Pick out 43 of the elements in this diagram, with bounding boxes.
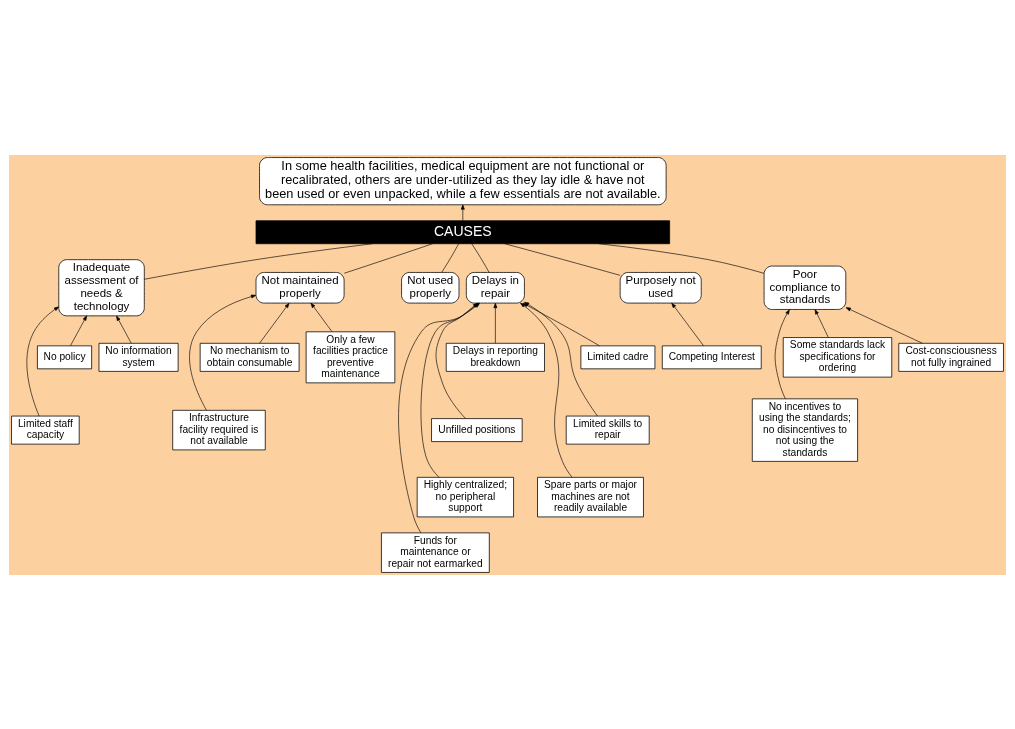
node-box: Competing Interest xyxy=(661,344,762,369)
node-box: In some health facilities, medical equipment are not functional or recalibrated, others are under-utilized as they lay idle & have not been used or even unpacked, while a few essentials are not available. xyxy=(259,156,667,205)
arrow xyxy=(70,315,87,346)
node-box: Funds for maintenance or repair not earmarked xyxy=(381,532,490,573)
connector xyxy=(504,242,621,276)
node-box: Only a few facilities practice preventive maintenance xyxy=(305,330,396,383)
arrow xyxy=(671,302,704,346)
connector xyxy=(441,243,459,273)
node-box: No policy xyxy=(37,344,93,369)
node-box: Poor compliance to standards xyxy=(763,265,847,310)
arrow xyxy=(116,315,132,344)
arrow xyxy=(845,306,923,344)
node-box: Cost-consciousness not fully ingrained xyxy=(898,342,1004,372)
arrow xyxy=(460,204,465,221)
node-box: No incentives to using the standards; no disincentives to not using the standards xyxy=(751,397,858,462)
node-box: Delays in reporting breakdown xyxy=(445,342,545,372)
node-box: Unfilled positions xyxy=(431,417,523,442)
connector xyxy=(598,242,765,274)
arrow xyxy=(493,302,498,344)
node-box: Limited cadre xyxy=(580,344,656,369)
arrow xyxy=(310,302,333,332)
arrow xyxy=(26,306,60,416)
node-box: Not maintained properly xyxy=(255,271,345,303)
node-box: Infrastructure facility required is not available xyxy=(172,409,266,450)
node-box: Delays in repair xyxy=(465,271,525,303)
node-box: CAUSES xyxy=(255,219,670,244)
node-box: Highly centralized; no peripheral support xyxy=(416,476,514,517)
connector xyxy=(344,242,433,274)
arrow xyxy=(814,308,829,338)
node-box: Spare parts or major machines are not readily available xyxy=(537,476,644,517)
node-box: No information system xyxy=(98,342,179,372)
arrow xyxy=(774,308,790,399)
node-box: Not used properly xyxy=(401,271,460,303)
node-box: Inadequate assessment of needs & technology xyxy=(58,258,145,316)
node-box: Limited staff capacity xyxy=(11,415,80,445)
node-box: Limited skills to repair xyxy=(565,415,650,445)
node-box: No mechanism to obtain consumable xyxy=(199,342,300,372)
node-box: Purposely not used xyxy=(619,271,702,303)
connector xyxy=(144,242,373,280)
arrow xyxy=(189,294,257,411)
node-box: Some standards lack specifications for ordering xyxy=(782,336,893,377)
connector xyxy=(471,243,490,273)
arrow xyxy=(259,302,290,344)
